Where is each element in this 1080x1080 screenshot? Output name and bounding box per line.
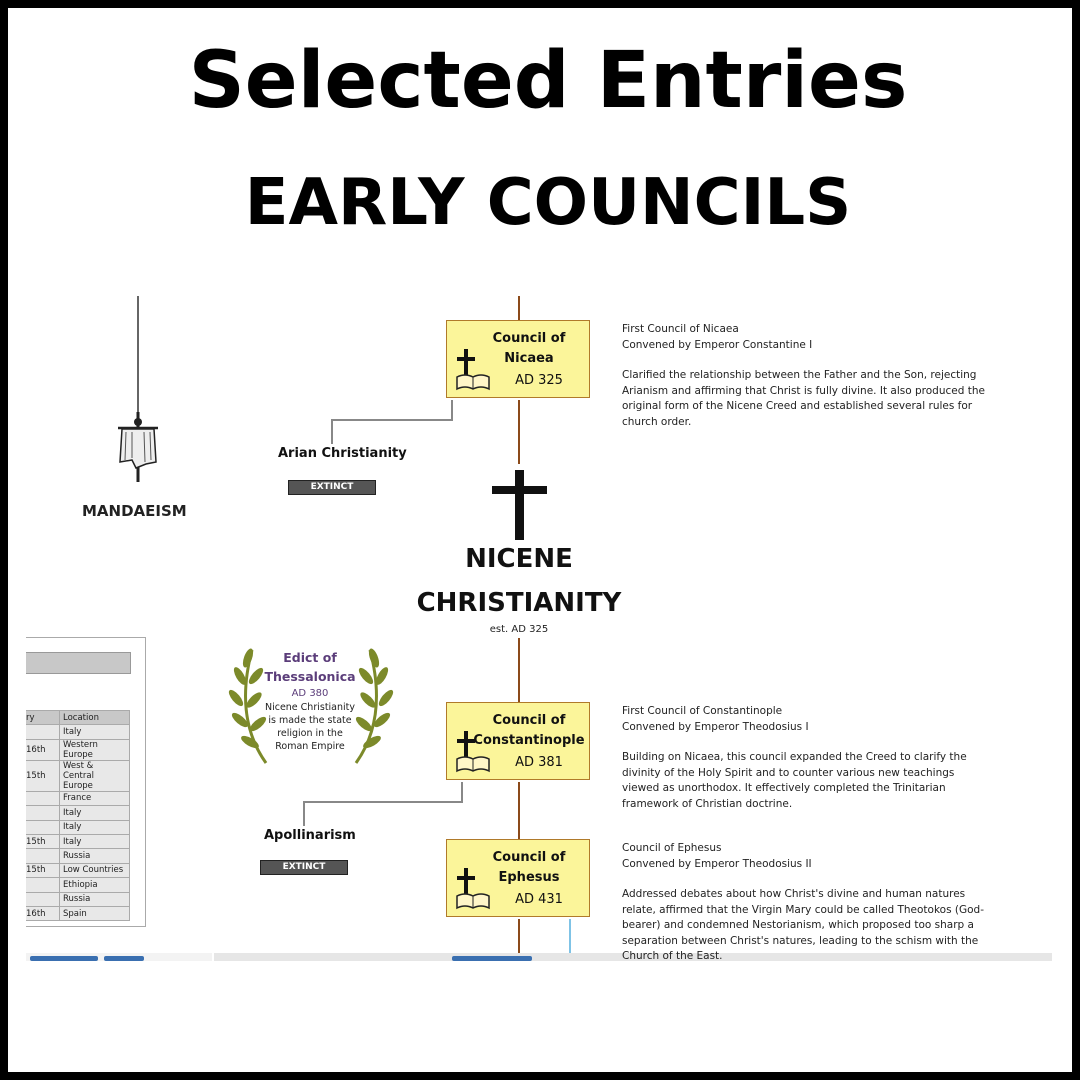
council-ephesus-description: Council of Ephesus Convened by Emperor T… xyxy=(622,842,985,962)
table-cell: Low Countries xyxy=(59,862,130,879)
table-row: Italy xyxy=(26,805,130,821)
laurel-wreath-icon xyxy=(228,648,394,764)
cropped-button[interactable] xyxy=(30,956,98,961)
council-constantinople-description: First Council of Constantinople Convened… xyxy=(622,705,967,810)
council-ephesus-date: AD 431 xyxy=(515,892,563,907)
table-cell: Western Europe xyxy=(59,738,130,761)
table-cell xyxy=(26,877,60,893)
nicene-label-line1: NICENE xyxy=(465,544,573,574)
table-cell: Italy xyxy=(59,805,130,821)
branch-arian-label: Arian Christianity xyxy=(278,446,407,461)
table-header-cell: Location xyxy=(59,709,130,726)
edict-panel: Edict of Thessalonica AD 380 Nicene Chri… xyxy=(250,648,370,753)
table-row: Italy xyxy=(26,819,130,835)
mandaeism-label: MANDAEISM xyxy=(82,502,187,520)
table-panel-header-bar xyxy=(26,652,131,674)
cross-bible-icon xyxy=(456,731,490,773)
table-cell xyxy=(26,805,60,821)
table-cell: 15th xyxy=(26,833,60,850)
council-nicaea-description: First Council of Nicaea Convened by Empe… xyxy=(622,323,985,428)
edict-title-line2: Thessalonica xyxy=(264,669,356,684)
table-row: France xyxy=(26,790,130,807)
mandaeism-drabsha-icon xyxy=(118,412,158,482)
table-cell: 15th xyxy=(26,759,60,792)
table-row: Italy xyxy=(26,724,130,740)
edict-text-line3: religion in the xyxy=(277,728,343,739)
edict-title-line1: Edict of xyxy=(283,650,337,665)
cross-bible-icon xyxy=(456,349,490,391)
table-cell: Italy xyxy=(59,833,130,850)
cross-bible-icon xyxy=(456,868,490,910)
branch-apollinarism-status: EXTINCT xyxy=(260,860,348,875)
table-cell xyxy=(26,819,60,835)
council-constantinople-name: Council of Constantinople xyxy=(473,713,585,748)
edict-text-line2: is made the state xyxy=(268,715,352,726)
table-cell: 16th xyxy=(26,905,60,922)
table-row: Ethiopia xyxy=(26,877,130,893)
edict-date: AD 380 xyxy=(291,688,329,699)
table-header-cell: ry xyxy=(26,709,60,726)
table-cell xyxy=(26,848,60,864)
branch-apollinarism-label: Apollinarism xyxy=(264,828,356,843)
nicene-label-line2: CHRISTIANITY xyxy=(416,588,622,618)
table-cell: Russia xyxy=(59,848,130,864)
page-title: Selected Entries xyxy=(188,36,908,126)
council-constantinople[interactable]: Council of Constantinople AD 381 xyxy=(446,702,590,780)
table-cell: 16th xyxy=(26,738,60,761)
council-constantinople-date: AD 381 xyxy=(515,755,563,770)
edict-text-line1: Nicene Christianity xyxy=(264,702,356,713)
cropped-button[interactable] xyxy=(452,956,532,961)
branch-arian-status: EXTINCT xyxy=(288,480,376,495)
table-header-row: ry Location xyxy=(26,709,130,726)
table-cell: Spain xyxy=(59,905,130,922)
page-subtitle: EARLY COUNCILS xyxy=(244,166,852,240)
council-ephesus-name: Council of Ephesus xyxy=(492,850,566,885)
table-cell: West & Central Europe xyxy=(59,759,130,792)
table-cell: Russia xyxy=(59,891,130,907)
table-cell: France xyxy=(59,790,130,807)
council-nicaea-date: AD 325 xyxy=(515,373,563,388)
table-row: Russia xyxy=(26,848,130,864)
table-cell: Italy xyxy=(59,819,130,835)
cropped-button[interactable] xyxy=(104,956,144,961)
table-cell xyxy=(26,724,60,740)
table-cell: Italy xyxy=(59,724,130,740)
council-ephesus[interactable]: Council of Ephesus AD 431 xyxy=(446,839,590,917)
edict-text-line4: Roman Empire xyxy=(275,741,345,752)
nicene-established: est. AD 325 xyxy=(489,624,549,635)
council-nicaea[interactable]: Council of Nicaea AD 325 xyxy=(446,320,590,398)
table-cell: Ethiopia xyxy=(59,877,130,893)
table-cell: 15th xyxy=(26,862,60,879)
council-nicaea-name: Council of Nicaea xyxy=(492,331,566,366)
table-cell xyxy=(26,891,60,907)
table-row: Russia xyxy=(26,891,130,907)
table-cell xyxy=(26,790,60,807)
